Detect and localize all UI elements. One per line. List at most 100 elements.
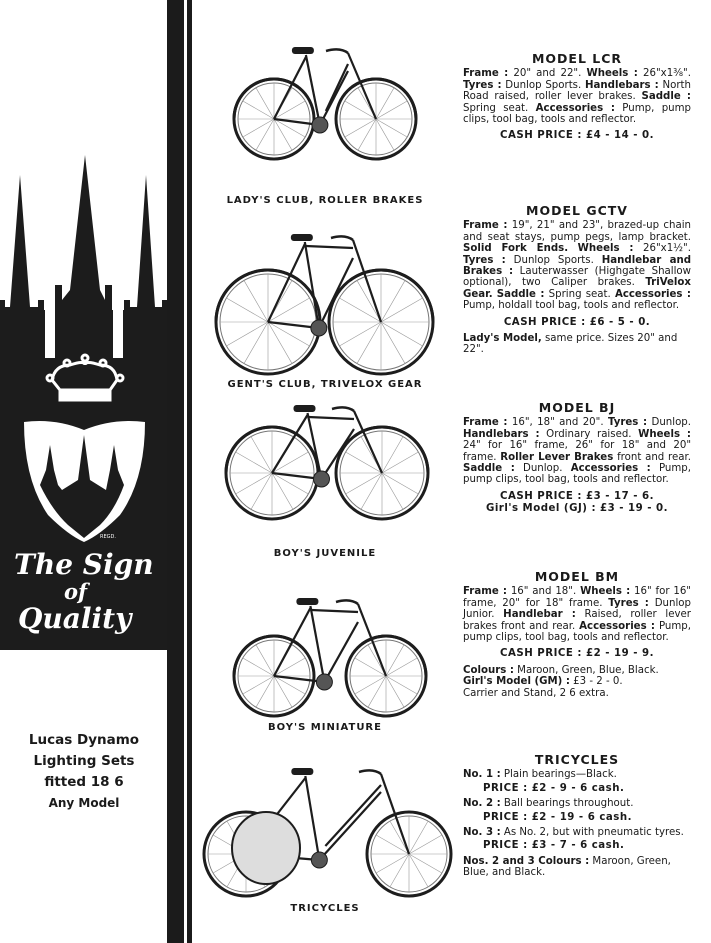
- spec-label: Frame :: [463, 68, 509, 80]
- spec-label: Accessories :: [570, 463, 651, 475]
- chainwheel: [315, 673, 333, 691]
- top-tube: [305, 244, 354, 250]
- spec-label: Saddle :: [463, 463, 515, 475]
- tricycle-number: No. 2 :: [463, 798, 501, 810]
- front-wheel: [365, 810, 453, 898]
- spec-value: 26"x1½".: [633, 243, 691, 255]
- front-fork: [379, 773, 411, 855]
- seat-tube: [304, 54, 321, 126]
- lucas-line: Lucas Dynamo: [28, 732, 140, 748]
- spires-and-shield-logo: REGD.: [0, 155, 168, 650]
- cash-price: CASH PRICE : £2 - 19 - 9.: [500, 648, 654, 660]
- lucas-line: Lighting Sets: [33, 753, 135, 769]
- spec-value: Spring seat.: [544, 288, 615, 300]
- colours-label: Nos. 2 and 3 Colours :: [463, 855, 590, 867]
- spec-value: Pump, holdall tool bag, tools and reflec…: [463, 300, 680, 312]
- down-tube: [318, 791, 382, 861]
- down-tube: [318, 70, 349, 126]
- tricycle-number: No. 3 :: [463, 827, 501, 839]
- logo-slogan-of: of: [64, 579, 88, 604]
- top-tube: [311, 608, 359, 614]
- chainwheel: [310, 851, 328, 869]
- seat-tube: [304, 775, 321, 861]
- front-fork: [346, 52, 378, 120]
- down-tube: [320, 428, 355, 480]
- cash-price: CASH PRICE : £3 - 17 - 6.: [500, 490, 654, 502]
- spec-value: 16" for 16" frame, 20" for 18" frame.: [463, 586, 691, 609]
- tricycle-number: No. 1 :: [463, 769, 501, 781]
- tricycle-desc: As No. 2, but with pneumatic tyres.: [500, 827, 684, 839]
- note-value: £3 - 2 - 0.: [569, 676, 623, 688]
- caption-boys-miniature: BOY'S MINIATURE: [268, 722, 382, 733]
- spec-label: Handlebar :: [503, 609, 576, 621]
- note-label: Girl's Model (GM) :: [463, 676, 570, 688]
- logo-slogan-the-sign: The Sign: [14, 548, 154, 581]
- tricycle-item: No. 3 : As No. 2, but with pneumatic tyr…: [463, 827, 691, 852]
- tricycle-desc: Plain bearings—Black.: [500, 769, 617, 781]
- spec-value: 16" and 18".: [506, 586, 581, 598]
- tricycle-item: No. 2 : Ball bearings throughout.PRICE :…: [463, 798, 691, 823]
- front-fork: [352, 410, 384, 474]
- spec-value: North Road raised, roller lever brakes.: [463, 79, 692, 103]
- spec-label: Frame :: [463, 586, 507, 598]
- spec-value: Pump, pump clips, tool bag, tools and re…: [463, 463, 691, 486]
- front-mudguard: [361, 634, 428, 677]
- spec-value: 26"x1⅜".: [637, 68, 691, 80]
- lucas-line: fitted 18 6: [44, 774, 124, 790]
- spec-value: Ordinary raised.: [539, 428, 639, 440]
- spec-value: 24" for 16" frame, 26" for 18" and 20" f…: [463, 440, 691, 463]
- spec-label: Saddle :: [641, 91, 691, 103]
- top-tube: [308, 415, 355, 421]
- tricycle-item: No. 1 : Plain bearings—Black.PRICE : £2 …: [463, 769, 691, 794]
- spec-label: Tyres :: [463, 254, 506, 266]
- saddle: [290, 234, 313, 241]
- boys-miniature-bicycle-illustration: [232, 598, 428, 718]
- logo-slogan-quality: Quality: [18, 602, 132, 635]
- model-gctv-description: MODEL GCTV Frame : 19", 21" and 23", braz…: [463, 203, 691, 356]
- spec-label: Handlebars :: [585, 79, 659, 91]
- vertical-divider-bars: [167, 0, 195, 943]
- spec-value: Dunlop.: [514, 463, 571, 475]
- note-value: same price. Sizes 20" and 22".: [463, 333, 678, 356]
- chainwheel: [311, 116, 329, 134]
- model-heading: MODEL LCR: [531, 51, 623, 66]
- rear-mudguard: [224, 425, 301, 474]
- spec-label: TriVelox Gear.: [463, 277, 691, 300]
- crown-icon: [45, 353, 125, 402]
- rear-mudguard: [232, 634, 299, 677]
- cash-price: CASH PRICE : £6 - 5 - 0.: [503, 316, 651, 328]
- saddle: [296, 598, 319, 605]
- spec-value: [568, 243, 578, 254]
- spec-label: Wheels :: [577, 243, 634, 255]
- tricycle-illustration: [202, 768, 453, 898]
- saddle: [291, 47, 314, 54]
- spec-value: 19", 21" and 23", brazed-up chain and se…: [463, 220, 691, 243]
- note-value: Maroon, Green, Blue, Black.: [513, 664, 659, 676]
- spec-label: Solid Fork Ends.: [463, 243, 569, 255]
- spec-label: Wheels :: [638, 428, 691, 440]
- caption-ladys-club: LADY'S CLUB, ROLLER BRAKES: [226, 195, 424, 206]
- spec-label: Accessories :: [614, 288, 691, 300]
- spec-label: Roller Lever Brakes: [500, 451, 614, 463]
- down-tube: [323, 621, 359, 683]
- ladys-club-bicycle-illustration: [232, 47, 418, 161]
- rear-mudguard: [232, 77, 299, 120]
- saddle: [293, 405, 316, 412]
- caption-gents-club: GENT'S CLUB, TRIVELOX GEAR: [227, 379, 423, 390]
- front-mudguard: [351, 77, 418, 120]
- spec-value: Dunlop Sports.: [501, 79, 585, 91]
- spec-value: front and rear.: [613, 451, 692, 463]
- spec-label: Accessories :: [535, 102, 615, 114]
- colours-value: Maroon, Green, Blue, and Black.: [463, 855, 671, 879]
- tricycles-description: TRICYCLES No. 1 : Plain bearings—Black.P…: [463, 753, 691, 879]
- model-heading: MODEL BJ: [538, 400, 616, 415]
- down-tube: [317, 257, 354, 329]
- boys-juvenile-bicycle-illustration: [224, 405, 430, 521]
- model-heading: MODEL GCTV: [526, 203, 628, 218]
- handlebar: [331, 406, 355, 413]
- spec-label: Tyres :: [607, 417, 648, 429]
- model-spec: Frame : 19", 21" and 23", brazed-up chai…: [463, 220, 691, 311]
